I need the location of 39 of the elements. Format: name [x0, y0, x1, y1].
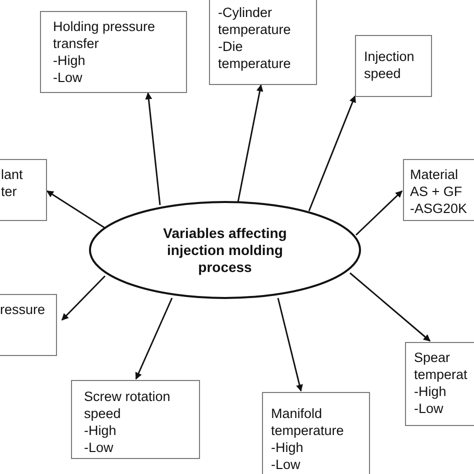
- box-text: -ASG20K: [410, 200, 468, 217]
- variable-box: [405, 342, 474, 426]
- variable-box: [355, 35, 432, 97]
- box-text: Manifold temperature: [271, 405, 345, 439]
- box-text: -Low: [53, 69, 84, 86]
- box-text: -Die temperature: [218, 38, 292, 72]
- arrow: [350, 272, 431, 342]
- variable-box: [40, 11, 187, 93]
- variable-box: [71, 380, 200, 459]
- arrow: [135, 298, 173, 380]
- box-text: -Low: [271, 456, 302, 473]
- box-text: -High: [414, 383, 448, 400]
- box-text: Spear temperat: [414, 349, 467, 383]
- box-text: Injection speed: [364, 48, 416, 82]
- arrow: [46, 190, 106, 229]
- box-text: -Low: [84, 439, 114, 456]
- arrow: [61, 275, 106, 321]
- variable-box: [209, 0, 317, 85]
- box-text: Screw rotation speed: [84, 388, 172, 422]
- arrow: [145, 92, 161, 206]
- arrow: [355, 190, 403, 236]
- box-text: -Cylinder temperature: [218, 4, 292, 38]
- box-text: ressure: [0, 301, 46, 318]
- variable-box: [0, 294, 57, 356]
- box-text: lant ter: [1, 166, 24, 200]
- box-text: Material: [410, 166, 460, 183]
- box-text: Holding pressure transfer: [53, 18, 156, 52]
- box-text: -High: [271, 439, 304, 456]
- variable-box: [403, 159, 474, 221]
- box-text: AS + GF: [410, 183, 464, 200]
- box-text: -Low: [414, 400, 444, 417]
- arrow: [277, 298, 303, 392]
- box-text: -High: [84, 422, 118, 439]
- variable-box: [262, 392, 370, 474]
- arrow: [308, 95, 356, 212]
- box-text: -High: [53, 52, 86, 69]
- variable-box: [0, 159, 47, 221]
- arrow: [237, 84, 264, 202]
- central-title: Variables affecting injection molding process: [162, 224, 288, 276]
